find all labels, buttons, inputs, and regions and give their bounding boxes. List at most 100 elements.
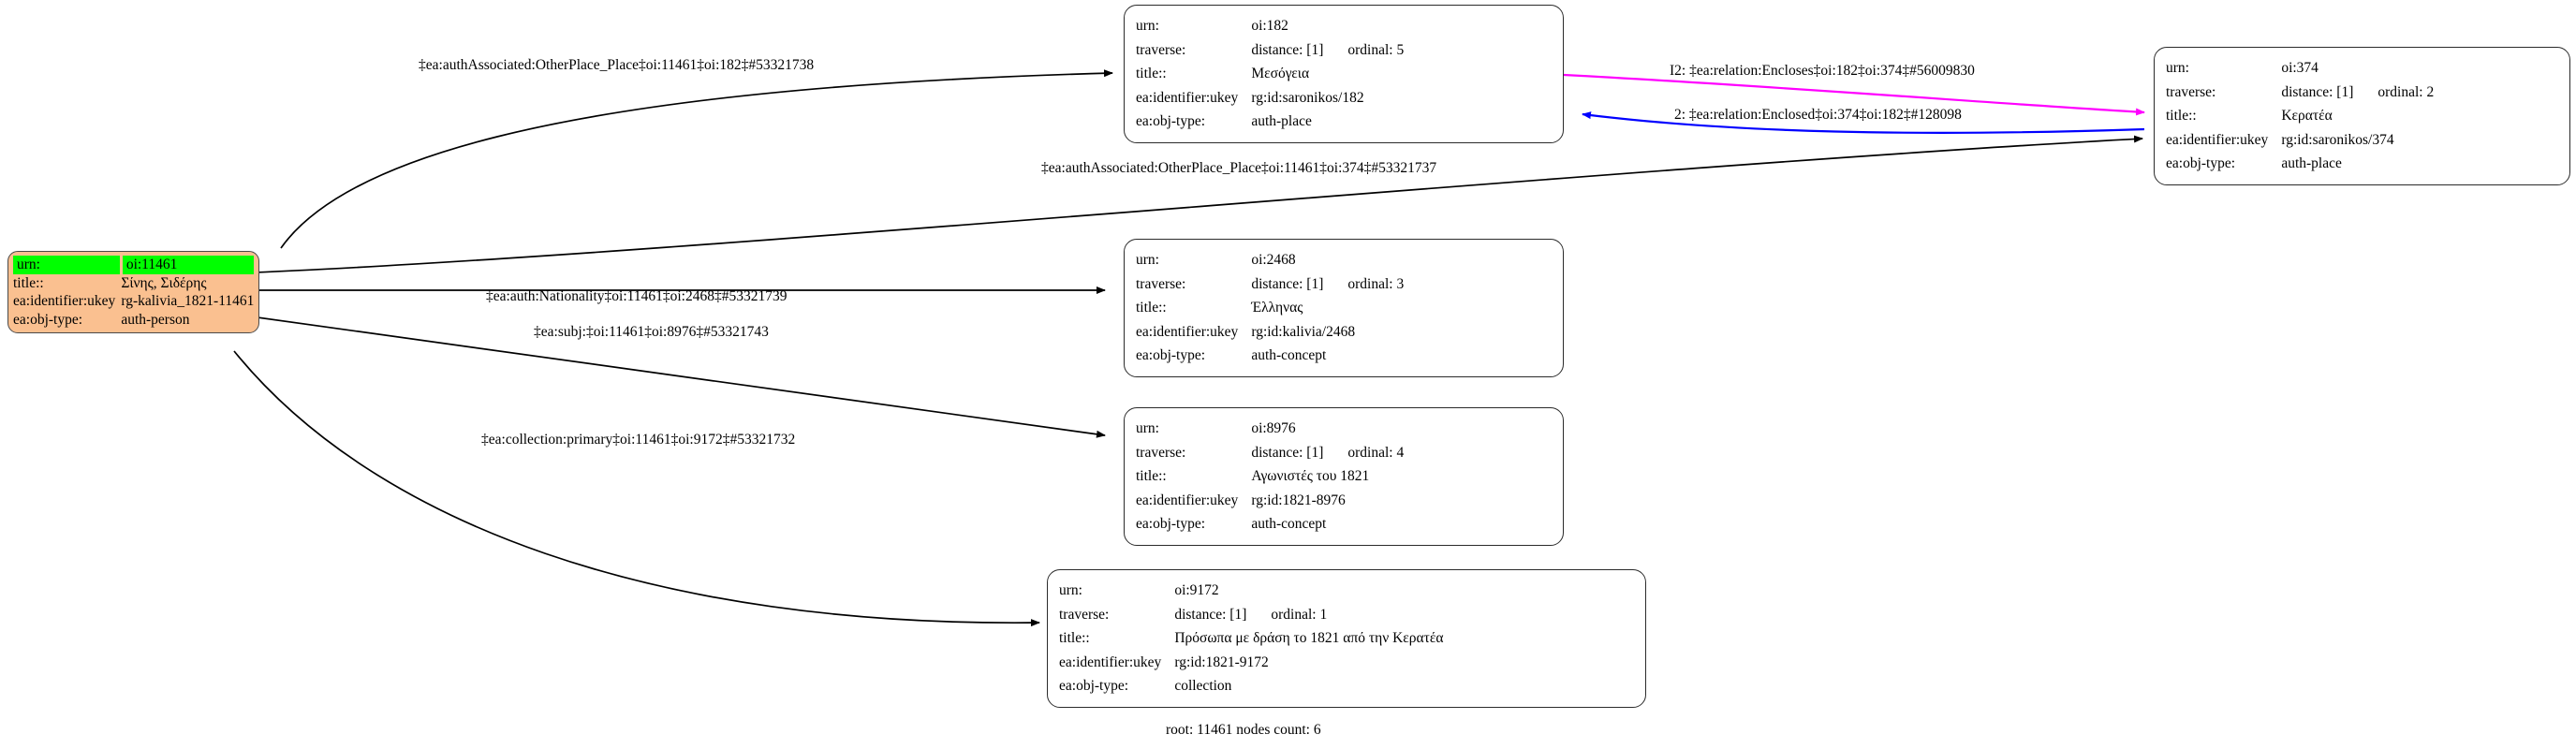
row-value-main: oi:182 (1251, 18, 1288, 34)
node-row: title:: Μεσόγεια (1136, 62, 1404, 86)
node-row: urn: oi:8976 (1136, 417, 1404, 441)
row-key: urn: (2166, 60, 2189, 76)
edge-label-182-374: I2: ‡ea:relation:Encloses‡oi:182‡oi:374‡… (1670, 63, 1975, 79)
node-row: title:: Έλληνας (1136, 296, 1404, 320)
row-key: ea:obj-type: (2166, 155, 2236, 171)
edge-label-374-182: 2: ‡ea:relation:Enclosed‡oi:374‡oi:182‡#… (1674, 107, 1962, 123)
row-value-main: oi:9172 (1174, 582, 1219, 598)
row-value: distance: [1] ordinal: 3 (1251, 272, 1404, 297)
node-row: ea:obj-type: auth-place (2166, 152, 2434, 176)
row-key: ea:obj-type: (1136, 113, 1206, 129)
row-value-extra: ordinal: 5 (1347, 41, 1405, 58)
node-root-11461[interactable]: urn: oi:11461 title:: Σίνης, Σιδέρης ea:… (7, 251, 260, 333)
node-9172-table: urn: oi:9172 traverse: distance: [1]ordi… (1059, 579, 1444, 698)
row-value: Έλληνας (1251, 296, 1404, 320)
row-value: oi:11461 (121, 256, 255, 274)
row-key: ea:obj-type: (1059, 678, 1129, 694)
node-182[interactable]: urn: oi:182 traverse: distance: [1] ordin… (1124, 5, 1564, 143)
node-8976[interactable]: urn: oi:8976 traverse: distance: [1]ordi… (1124, 407, 1564, 546)
node-row: ea:obj-type: auth-concept (1136, 344, 1404, 368)
edge-label-11461-9172: ‡ea:collection:primary‡oi:11461‡oi:9172‡… (481, 432, 796, 448)
graph-footer-label: root: 11461 nodes count: 6 (1166, 722, 1321, 738)
row-value-main: Μεσόγεια (1251, 66, 1310, 81)
node-9172[interactable]: urn: oi:9172 traverse: distance: [1]ordi… (1047, 569, 1646, 708)
node-row: title:: Σίνης, Σιδέρης (13, 274, 254, 293)
node-row: urn: oi:9172 (1059, 579, 1444, 603)
row-key: ea:obj-type: (13, 311, 83, 328)
row-value-main: auth-concept (1251, 516, 1327, 532)
node-row: ea:identifier:ukey rg:id:saronikos/374 (2166, 128, 2434, 153)
row-key: urn: (1136, 252, 1159, 268)
node-row: traverse: distance: [1] ordinal: 5 (1136, 38, 1404, 63)
row-value: rg:id:saronikos/182 (1251, 86, 1404, 110)
node-2468[interactable]: urn: oi:2468 traverse: distance: [1] ordi… (1124, 239, 1564, 377)
row-value: distance: [1]ordinal: 4 (1251, 441, 1404, 465)
row-key: title:: (1136, 468, 1167, 484)
row-value: distance: [1]ordinal: 1 (1174, 603, 1443, 627)
row-key: ea:identifier:ukey (1059, 654, 1162, 670)
row-key: ea:identifier:ukey (13, 293, 116, 309)
row-value: rg:id:1821-9172 (1174, 651, 1443, 675)
row-value: auth-concept (1251, 344, 1404, 368)
node-row: ea:obj-type: auth-person (13, 311, 254, 330)
row-value-extra: ordinal: 4 (1347, 444, 1405, 461)
node-row: ea:identifier:ukey rg:id:kalivia/2468 (1136, 320, 1404, 345)
row-value: distance: [1] ordinal: 2 (2281, 81, 2434, 105)
row-value: auth-concept (1251, 512, 1404, 536)
row-key: ea:identifier:ukey (2166, 131, 2269, 148)
row-value-main: auth-place (2281, 155, 2342, 171)
node-root-11461-table: urn: oi:11461 title:: Σίνης, Σιδέρης ea:… (13, 256, 255, 330)
node-374-table: urn: oi:374 traverse: distance: [1] ordin… (2166, 56, 2434, 176)
row-key: title:: (2166, 108, 2197, 124)
row-value: rg-kalivia_1821-11461 (121, 293, 255, 309)
row-value: oi:9172 (1174, 579, 1443, 603)
row-value-main: Αγωνιστές του 1821 (1251, 468, 1370, 484)
node-row: urn: oi:2468 (1136, 248, 1404, 272)
row-key: traverse: (1136, 275, 1186, 292)
row-value-main: oi:2468 (1251, 252, 1296, 268)
edge-path-11461-9172 (233, 350, 1040, 627)
row-value: Αγωνιστές του 1821 (1251, 464, 1404, 489)
row-key: ea:identifier:ukey (1136, 492, 1239, 508)
row-value-main: distance: [1] (1251, 41, 1324, 58)
row-key: ea:identifier:ukey (1136, 323, 1239, 340)
node-row: traverse: distance: [1]ordinal: 1 (1059, 603, 1444, 627)
edge-label-11461-2468: ‡ea:auth:Nationality‡oi:11461‡oi:2468‡#5… (486, 288, 788, 304)
row-value-main: distance: [1] (2281, 83, 2354, 100)
node-row: traverse: distance: [1] ordinal: 3 (1136, 272, 1404, 297)
edge-path-11461-182 (280, 69, 1113, 249)
row-value-main: oi:8976 (1251, 420, 1296, 436)
node-row: urn: oi:11461 (13, 256, 255, 274)
row-value: auth-place (1251, 110, 1404, 134)
node-182-table: urn: oi:182 traverse: distance: [1] ordin… (1136, 14, 1404, 134)
row-value-main: collection (1174, 678, 1232, 694)
row-key: title:: (1136, 300, 1167, 316)
row-key: traverse: (1136, 41, 1186, 58)
row-value: oi:374 (2281, 56, 2434, 81)
row-value-main: rg:id:saronikos/374 (2281, 131, 2394, 148)
row-value-extra: ordinal: 3 (1347, 275, 1405, 292)
row-value: rg:id:kalivia/2468 (1251, 320, 1404, 345)
edge-label-11461-182: ‡ea:authAssociated:OtherPlace_Place‡oi:1… (419, 57, 815, 73)
node-row: urn: oi:182 (1136, 14, 1404, 38)
row-value: oi:8976 (1251, 417, 1404, 441)
row-value: Κερατέα (2281, 104, 2434, 128)
row-key: traverse: (1136, 444, 1186, 461)
node-row: ea:identifier:ukey rg-kalivia_1821-11461 (13, 292, 254, 311)
node-row: title:: Πρόσωπα με δράση το 1821 από την… (1059, 626, 1444, 651)
row-value-main: distance: [1] (1251, 275, 1324, 292)
node-row: ea:obj-type: collection (1059, 674, 1444, 698)
row-key: traverse: (2166, 83, 2216, 100)
row-value-main: rg:id:1821-8976 (1251, 492, 1346, 508)
row-value: auth-person (121, 311, 190, 328)
row-value: oi:182 (1251, 14, 1404, 38)
edge-label-11461-374: ‡ea:authAssociated:OtherPlace_Place‡oi:1… (1041, 160, 1437, 176)
row-value-extra: ordinal: 2 (2377, 83, 2435, 100)
node-8976-table: urn: oi:8976 traverse: distance: [1]ordi… (1136, 417, 1404, 536)
node-374[interactable]: urn: oi:374 traverse: distance: [1] ordin… (2154, 47, 2570, 185)
row-value: oi:2468 (1251, 248, 1404, 272)
row-value: rg:id:1821-8976 (1251, 489, 1404, 513)
row-key: urn: (1059, 582, 1082, 598)
row-key: title:: (1136, 66, 1167, 81)
node-row: traverse: distance: [1] ordinal: 2 (2166, 81, 2434, 105)
